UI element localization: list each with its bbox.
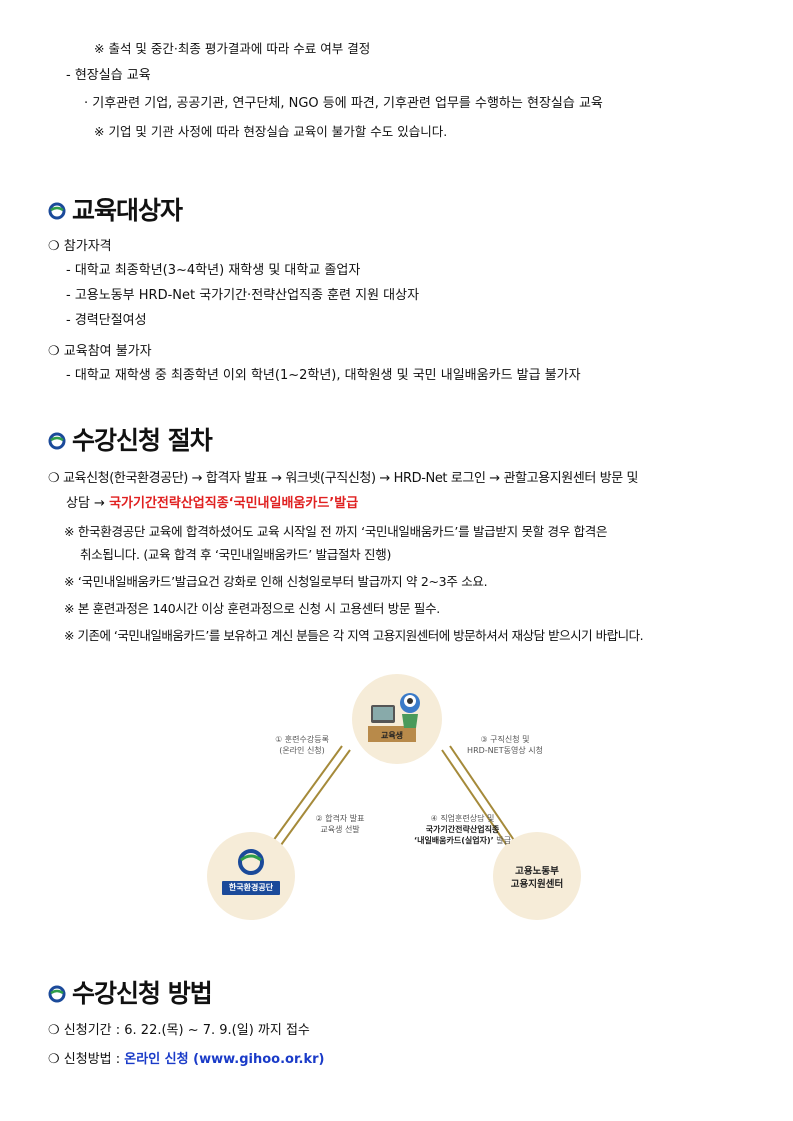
procedure-flow-prefix: 상담 → — [66, 496, 110, 511]
application-method: ❍ 신청방법 : 온라인 신청 (www.gihoo.or.kr) — [48, 1051, 324, 1069]
note-field-training: ※ 기업 및 기관 사정에 따라 현장실습 교육이 불가할 수도 있습니다. — [94, 124, 448, 139]
step1-line-1: ① 훈련수강등록 — [275, 735, 329, 744]
procedure-note-2: ※ ‘국민내일배움카드’발급요건 강화로 인해 신청일로부터 발급까지 약 2~… — [64, 574, 488, 589]
step4-issue: 발급 — [493, 836, 511, 845]
step4-card-name: ‘내일배움카드(실업자)’ — [414, 836, 494, 845]
keco-label: 한국환경공단 — [228, 883, 274, 892]
section-title-method: 수강신청 방법 — [72, 979, 213, 1008]
section-title-procedure: 수강신청 절차 — [72, 426, 213, 455]
ineligible-item-1: - 대학교 재학생 중 최종학년 이외 학년(1~2학년), 대학원생 및 국민… — [66, 368, 581, 383]
section-bullet-icon — [48, 985, 66, 1003]
procedure-note-1-cont: 취소됩니다. (교육 합격 후 ‘국민내일배움카드’ 발급절차 진행) — [80, 547, 392, 562]
eligible-item-1: - 대학교 최종학년(3~4학년) 재학생 및 대학교 졸업자 — [66, 263, 361, 278]
step4-line-3: ‘내일배움카드(실업자)’ 발급 — [400, 836, 525, 846]
student-circle — [352, 674, 442, 764]
note-completion: ※ 출석 및 중간·최종 평가결과에 따라 수료 여부 결정 — [94, 41, 371, 56]
application-method-label: ❍ 신청방법 : — [48, 1052, 125, 1067]
keco-circle — [207, 832, 295, 920]
procedure-note-1: ※ 한국환경공단 교육에 합격하셨어도 교육 시작일 전 까지 ‘국민내일배움카… — [64, 524, 608, 539]
step2-line-2: 교육생 선발 — [320, 825, 360, 834]
eligible-item-3: - 경력단절여성 — [66, 313, 147, 328]
section-bullet-icon — [48, 432, 66, 450]
procedure-note-4: ※ 기존에 ‘국민내일배움카드’를 보유하고 계신 분들은 각 지역 고용지원센… — [64, 628, 644, 643]
procedure-note-3: ※ 본 훈련과정은 140시간 이상 훈련과정으로 신청 시 고용센터 방문 필… — [64, 601, 440, 616]
section-bullet-icon — [48, 202, 66, 220]
procedure-flow-line1: ❍ 교육신청(한국환경공단) → 합격자 발표 → 워크넷(구직신청) → HR… — [48, 471, 639, 486]
application-period: ❍ 신청기간 : 6. 22.(목) ~ 7. 9.(일) 까지 접수 — [48, 1023, 310, 1038]
card-issuance-highlight: 국가기간전략산업직종‘국민내일배움카드’발급 — [109, 496, 359, 511]
step3-line-1: ③ 구직신청 및 — [480, 735, 530, 744]
online-application-link[interactable]: 온라인 신청 (www.gihoo.or.kr) — [124, 1052, 325, 1067]
eligible-heading: ❍ 참가자격 — [48, 239, 112, 254]
employment-center-label-1: 고용노동부 — [515, 866, 559, 877]
step1-line-2: (온라인 신청) — [279, 746, 325, 755]
field-training-desc: · 기후관련 기업, 공공기관, 연구단체, NGO 등에 파견, 기후관련 업… — [84, 96, 603, 111]
item-field-training: - 현장실습 교육 — [66, 68, 151, 83]
step4-line-1: ④ 직업훈련상담 및 — [430, 814, 495, 823]
step3-line-2: HRD-NET동영상 시청 — [467, 746, 543, 755]
eligible-item-2: - 고용노동부 HRD-Net 국가기간·전략산업직종 훈련 지원 대상자 — [66, 288, 420, 303]
employment-center-label-2: 고용지원센터 — [510, 879, 564, 890]
step2-line-1: ② 합격자 발표 — [315, 814, 365, 823]
step4-line-2: 국가기간전략산업직종 — [425, 825, 500, 834]
section-title-target: 교육대상자 — [72, 196, 183, 225]
ineligible-heading: ❍ 교육참여 불가자 — [48, 344, 152, 359]
employment-center-circle — [493, 832, 581, 920]
student-label: 교육생 — [380, 731, 404, 740]
procedure-flow-line2: 상담 → 국가기간전략산업직종‘국민내일배움카드’발급 — [66, 495, 358, 513]
